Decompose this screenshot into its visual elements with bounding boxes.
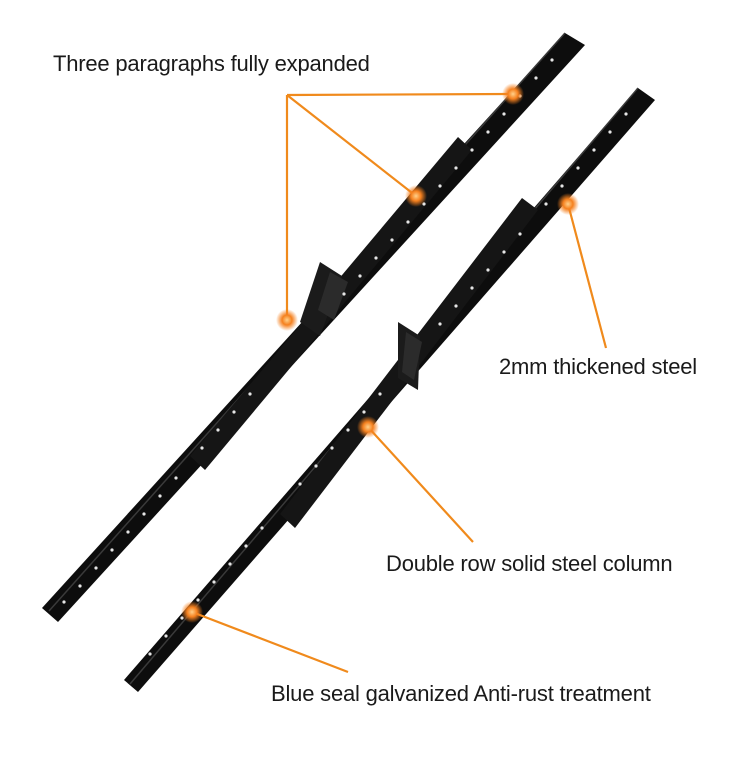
leader-thickened-steel (566, 203, 608, 349)
callout-fully-expanded: Three paragraphs fully expanded (53, 51, 370, 76)
callout-thickened-steel: 2mm thickened steel (499, 354, 697, 379)
leader-steel-column (367, 426, 474, 543)
leader-fully-expanded (286, 92, 514, 97)
marker-dot (181, 601, 203, 623)
leader-anti-rust (191, 610, 349, 674)
right-rail-holes (148, 112, 628, 656)
marker-dot (276, 309, 298, 331)
leader-lines (191, 92, 608, 674)
callout-anti-rust: Blue seal galvanized Anti-rust treatment (271, 681, 651, 706)
marker-dot (557, 193, 579, 215)
marker-dot (357, 416, 379, 438)
left-slide-rail (42, 32, 585, 622)
callout-steel-column: Double row solid steel column (386, 551, 673, 576)
marker-dot (502, 83, 524, 105)
marker-dot (405, 185, 427, 207)
left-rail-holes (62, 58, 554, 604)
right-slide-rail (124, 87, 655, 692)
callout-markers (181, 83, 579, 623)
leader-fully-expanded-b (286, 94, 417, 197)
